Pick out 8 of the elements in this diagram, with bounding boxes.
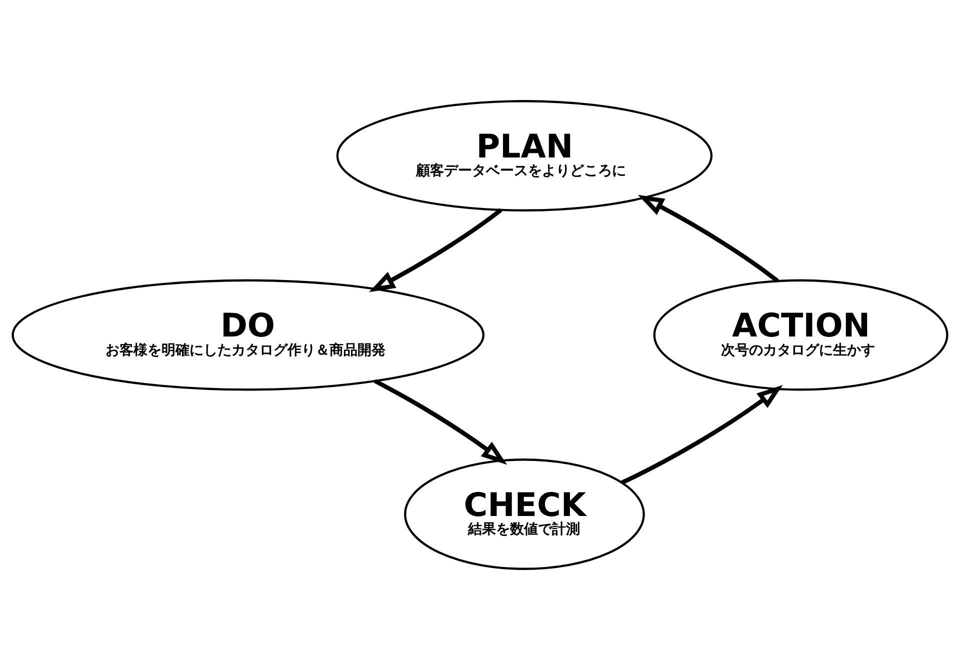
node-ellipse: DO お客様を明確にしたカタログ作り＆商品開発: [12, 278, 485, 390]
node-ellipse: ACTION 次号のカタログに生かす: [653, 278, 948, 390]
arrow: [621, 384, 783, 484]
arrow: [638, 194, 779, 282]
node-ellipse: PLAN 顧客データベースをよりどころに: [336, 100, 713, 211]
arrow: [374, 378, 508, 464]
arrow: [369, 208, 502, 292]
node-ellipse: CHECK 結果を数値で計測: [404, 458, 645, 570]
